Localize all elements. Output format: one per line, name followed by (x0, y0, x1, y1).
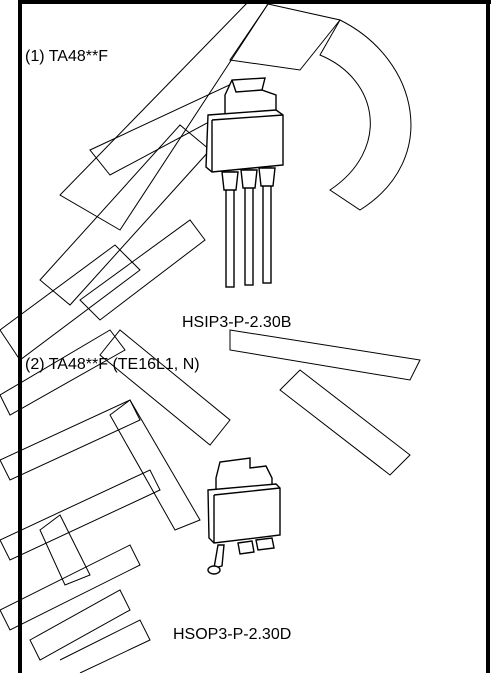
section1-label: (1) TA48**F (25, 48, 108, 65)
frame-border-right (486, 0, 490, 673)
section2-package-name: HSOP3-P-2.30D (173, 626, 292, 643)
section1-package-name: HSIP3-P-2.30B (182, 314, 292, 331)
section2-label: (2) TA48**F (TE16L1, N) (25, 356, 200, 373)
frame-border-left (18, 0, 22, 673)
frame-border-top (18, 0, 491, 4)
